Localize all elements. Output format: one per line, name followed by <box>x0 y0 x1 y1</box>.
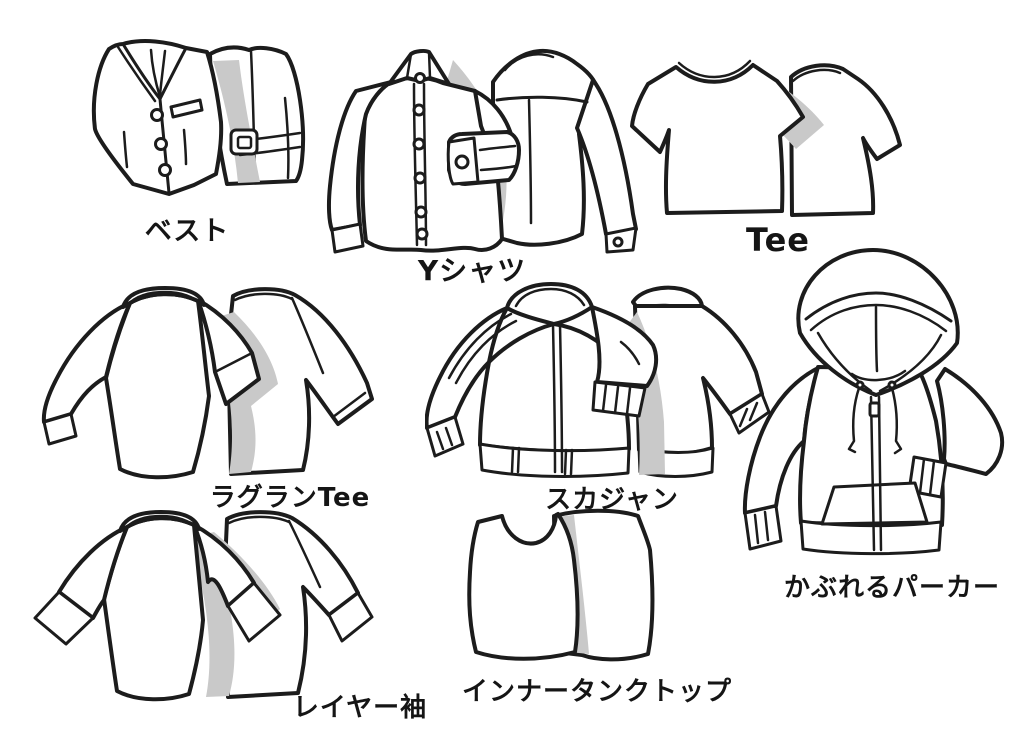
layer-sleeve-illustration <box>33 510 374 702</box>
label-layer-sleeve: レイヤー袖 <box>292 693 428 723</box>
zipper-line <box>551 323 557 474</box>
hoodie-hood <box>796 248 960 397</box>
shirt-collar <box>387 48 451 86</box>
sukajan-front-view <box>425 282 659 478</box>
zipper-line <box>869 395 876 552</box>
sukajan-bent-sleeve <box>590 305 659 388</box>
raglan-back-view <box>226 287 374 476</box>
shirt-rolled-sleeve <box>446 89 521 186</box>
shirt-back-view <box>491 48 638 254</box>
label-hoodie: かぶれるパーカー <box>783 573 1001 603</box>
tee-back-view <box>789 63 902 217</box>
zipper-pull <box>868 401 881 418</box>
layer-back-view <box>223 510 374 699</box>
vest-back-view <box>208 45 306 186</box>
sukajan-illustration <box>425 282 771 478</box>
kangaroo-pocket <box>820 481 929 526</box>
raglan-collar <box>121 286 206 309</box>
dress-shirt-illustration <box>326 48 638 254</box>
tee-illustration <box>630 59 902 217</box>
label-raglan-tee: ラグランTee <box>209 483 371 513</box>
layer-front-view <box>33 510 282 702</box>
tee-front-view <box>630 59 805 215</box>
vest-button <box>154 137 168 151</box>
vest-illustration <box>91 39 306 196</box>
hoodie-body <box>742 365 1005 556</box>
belt-buckle <box>229 128 259 156</box>
hoodie-hem-band <box>799 519 943 556</box>
label-vest: ベスト <box>144 216 230 247</box>
hoodie-drawstrings <box>847 386 903 455</box>
label-inner-tank-top: インナータンクトップ <box>461 677 733 707</box>
raglan-front-view <box>41 286 261 480</box>
label-dress-shirt: Yシャツ <box>417 254 527 287</box>
vest-button <box>158 163 172 177</box>
shirt-front-view <box>326 48 521 254</box>
vest-button <box>150 108 164 122</box>
label-tee: Tee <box>746 221 810 259</box>
raglan-tee-illustration <box>41 286 374 480</box>
tank-front-view <box>467 512 580 661</box>
tank-top-illustration <box>467 508 655 662</box>
layer-collar <box>118 510 201 533</box>
vest-pocket <box>169 98 204 119</box>
vest-front-view <box>91 39 224 196</box>
hoodie-illustration <box>742 248 1005 556</box>
